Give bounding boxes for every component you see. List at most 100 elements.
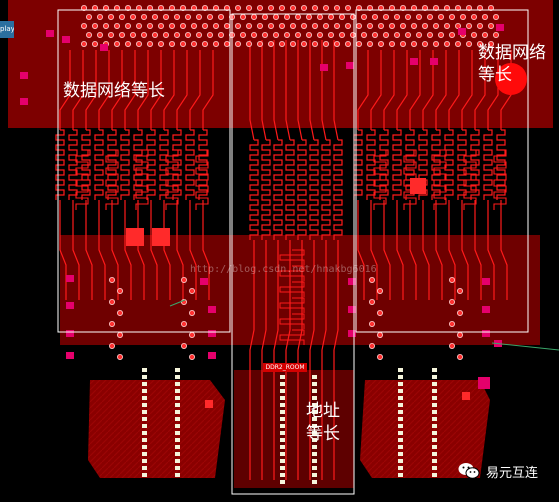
trace: [357, 200, 365, 300]
via: [109, 276, 116, 283]
via: [448, 276, 455, 283]
via: [382, 13, 389, 20]
smd-pad: [20, 72, 28, 79]
via: [239, 32, 246, 39]
via: [86, 13, 93, 20]
via: [289, 22, 296, 29]
trace: [370, 50, 382, 130]
smd-pad: [200, 278, 208, 285]
via: [179, 5, 186, 11]
via: [399, 5, 406, 11]
via: [267, 22, 274, 29]
via: [250, 13, 257, 20]
smd-pad: [46, 30, 54, 37]
trace: [405, 129, 415, 200]
room-label[interactable]: DDR2_ROOM: [263, 363, 307, 372]
pin-pad: [398, 438, 403, 442]
via: [432, 5, 439, 11]
trace: [279, 313, 305, 329]
via: [344, 5, 351, 11]
left-group-outline[interactable]: [57, 9, 231, 333]
via: [114, 41, 121, 48]
pin-pad: [312, 396, 317, 400]
pin-pad: [142, 382, 147, 386]
trace: [135, 149, 149, 210]
pin-pad: [432, 459, 437, 463]
pin-pad: [280, 403, 285, 407]
trace: [133, 129, 143, 200]
via: [157, 41, 164, 48]
trace: [165, 149, 179, 210]
pin-pad: [175, 417, 180, 421]
trace: [146, 129, 156, 200]
center-region-label-line2: 等长: [306, 424, 340, 444]
via: [368, 276, 375, 283]
center-group-outline[interactable]: [231, 13, 355, 495]
via: [206, 13, 213, 20]
trace: [500, 200, 508, 300]
trace: [448, 200, 456, 300]
pin-pad: [175, 410, 180, 414]
smd-pad: [430, 58, 438, 65]
via: [283, 13, 290, 20]
trace: [483, 129, 493, 200]
via: [437, 32, 444, 39]
pin-pad: [280, 452, 285, 456]
smd-pad: [348, 306, 356, 313]
via: [151, 13, 158, 20]
pin-pad: [280, 389, 285, 393]
via: [454, 41, 461, 48]
trace: [435, 200, 443, 300]
trace: [176, 50, 188, 130]
via: [410, 5, 417, 11]
trace: [279, 265, 305, 281]
trace: [107, 129, 117, 200]
smd-pad: [62, 36, 70, 43]
via: [355, 5, 362, 11]
pin-pad: [280, 480, 285, 484]
via: [294, 32, 301, 39]
via: [195, 13, 202, 20]
pin-pad: [432, 466, 437, 470]
via: [212, 41, 219, 48]
via: [250, 32, 257, 39]
pin-pad: [432, 417, 437, 421]
trace: [474, 200, 482, 300]
pin-pad: [175, 396, 180, 400]
smd-pad: [66, 330, 74, 337]
via: [114, 5, 121, 11]
pin-pad: [142, 410, 147, 414]
via: [338, 13, 345, 20]
pin-pad: [142, 403, 147, 407]
via: [421, 41, 428, 48]
pin-pad: [142, 431, 147, 435]
component-pad: [462, 392, 470, 400]
trace: [120, 129, 130, 200]
trace: [75, 149, 89, 210]
via: [117, 331, 124, 338]
via: [316, 32, 323, 39]
right-group-outline[interactable]: [355, 9, 529, 333]
via: [376, 287, 383, 294]
via: [366, 5, 373, 11]
trace: [72, 200, 80, 300]
via: [195, 32, 202, 39]
via: [426, 13, 433, 20]
via: [366, 22, 373, 29]
via: [92, 5, 99, 11]
smd-pad: [320, 64, 328, 71]
smd-pad: [496, 24, 504, 31]
right-region-label-line2: 等长: [478, 65, 512, 85]
via: [92, 22, 99, 29]
via: [448, 342, 455, 349]
window-tab[interactable]: play: [0, 21, 14, 38]
trace: [249, 139, 259, 240]
via: [168, 5, 175, 11]
trace: [137, 200, 145, 300]
pin-pad: [142, 445, 147, 449]
trace: [111, 50, 123, 130]
via: [454, 22, 461, 29]
via: [278, 5, 285, 11]
via: [432, 41, 439, 48]
